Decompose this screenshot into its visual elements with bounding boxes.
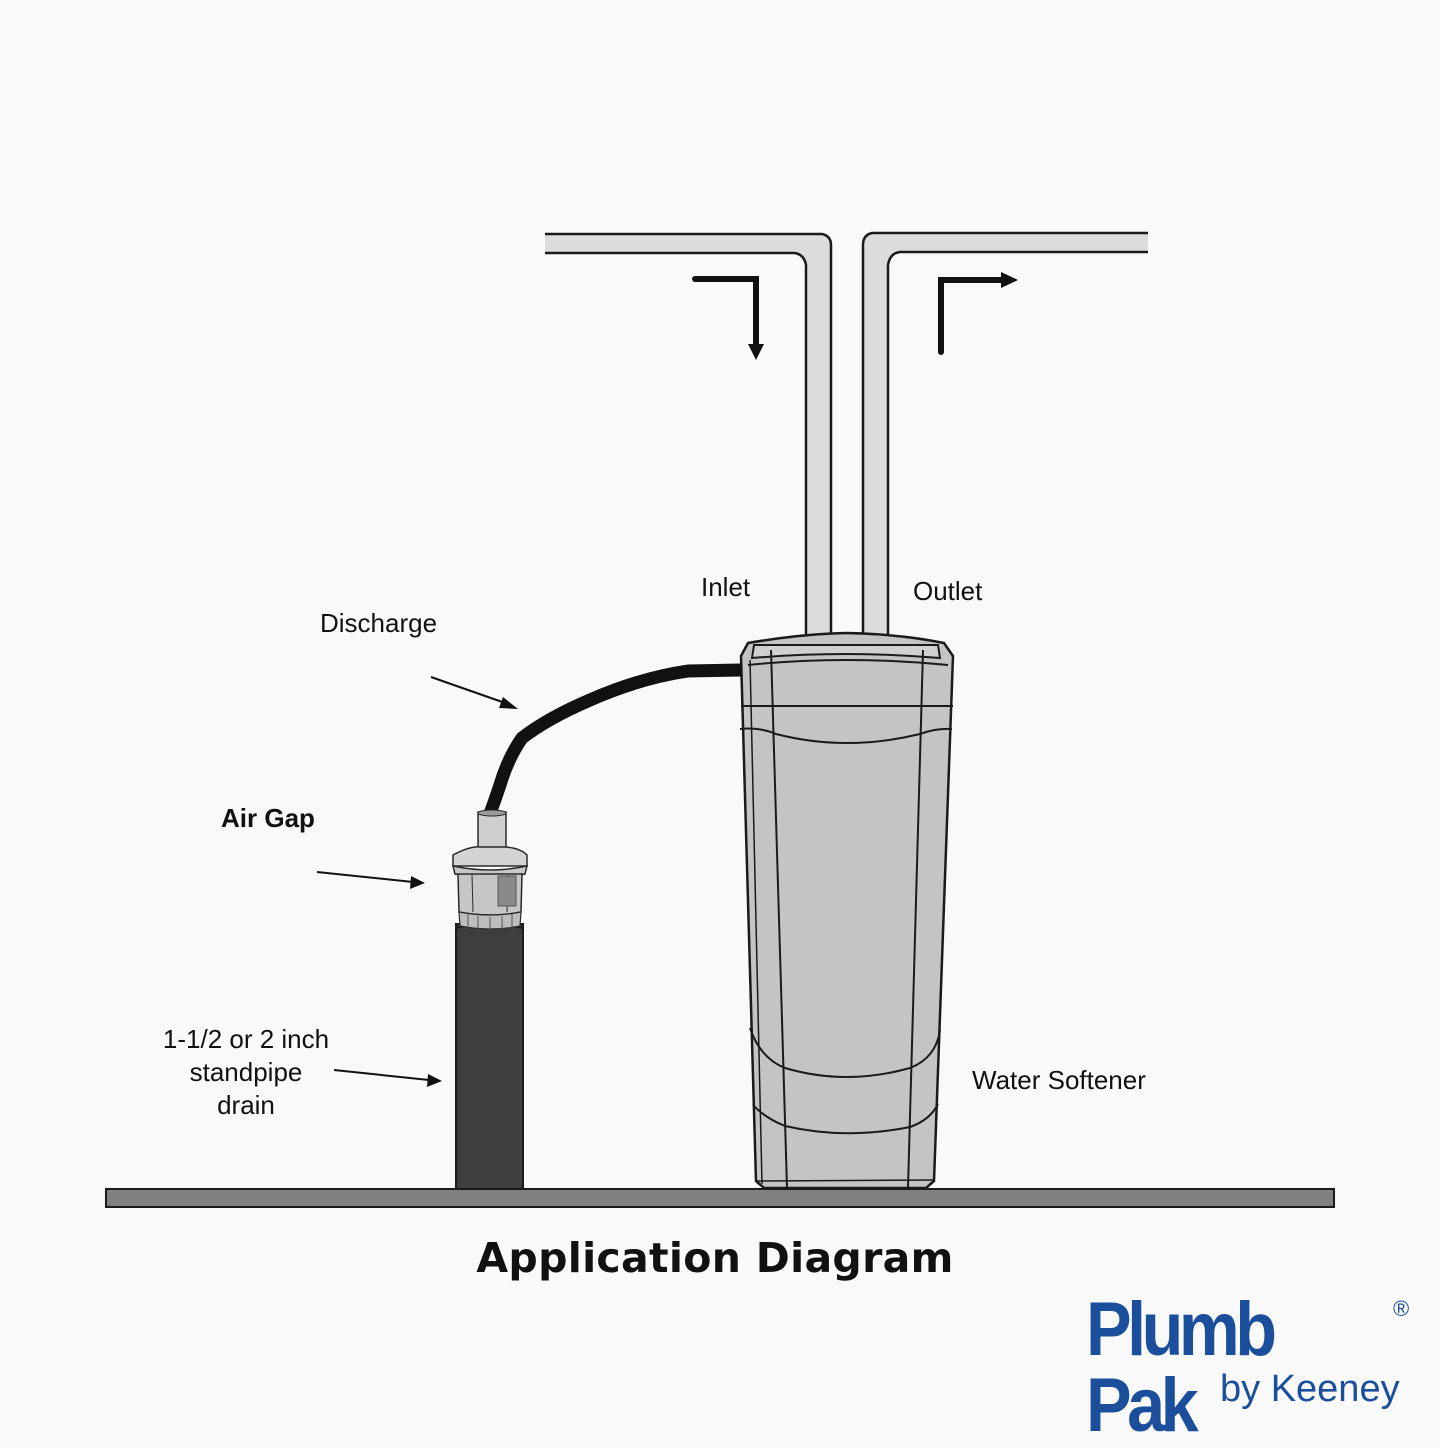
air-gap-pointer-arrow-icon [316,871,425,889]
discharge-label: Discharge [320,608,438,638]
logo-subtitle: by Keeney [1220,1368,1400,1410]
plumb-pak-logo: Plumb Pak ® by Keeney [1086,1292,1416,1444]
standpipe-label: 1-1/2 or 2 inch standpipe drain [146,1023,346,1122]
water-softener [739,631,955,1190]
water-softener-label: Water Softener [972,1065,1146,1095]
discharge-hose [482,663,742,819]
logo-brand: Plumb Pak [1086,1287,1277,1448]
discharge-pointer-arrow-icon [430,676,518,709]
diagram-title: Application Diagram [476,1234,954,1282]
inlet-flow-arrow-icon [692,276,764,360]
outlet-label: Outlet [913,576,983,606]
standpipe-label-line3: drain [217,1090,275,1120]
air-gap-fitting [451,809,529,931]
registered-mark: ® [1393,1296,1410,1321]
standpipe-label-line2: standpipe [189,1057,303,1087]
outlet-pipe [861,231,1148,636]
standpipe-label-line1: 1-1/2 or 2 inch [162,1024,330,1054]
floor [105,1188,1335,1208]
inlet-label: Inlet [701,572,751,602]
inlet-pipe [545,232,833,636]
standpipe-pointer-arrow-icon [333,1069,442,1087]
air-gap-label: Air Gap [221,803,315,833]
standpipe-drain [455,923,524,1190]
outlet-flow-arrow-icon [938,272,1018,355]
